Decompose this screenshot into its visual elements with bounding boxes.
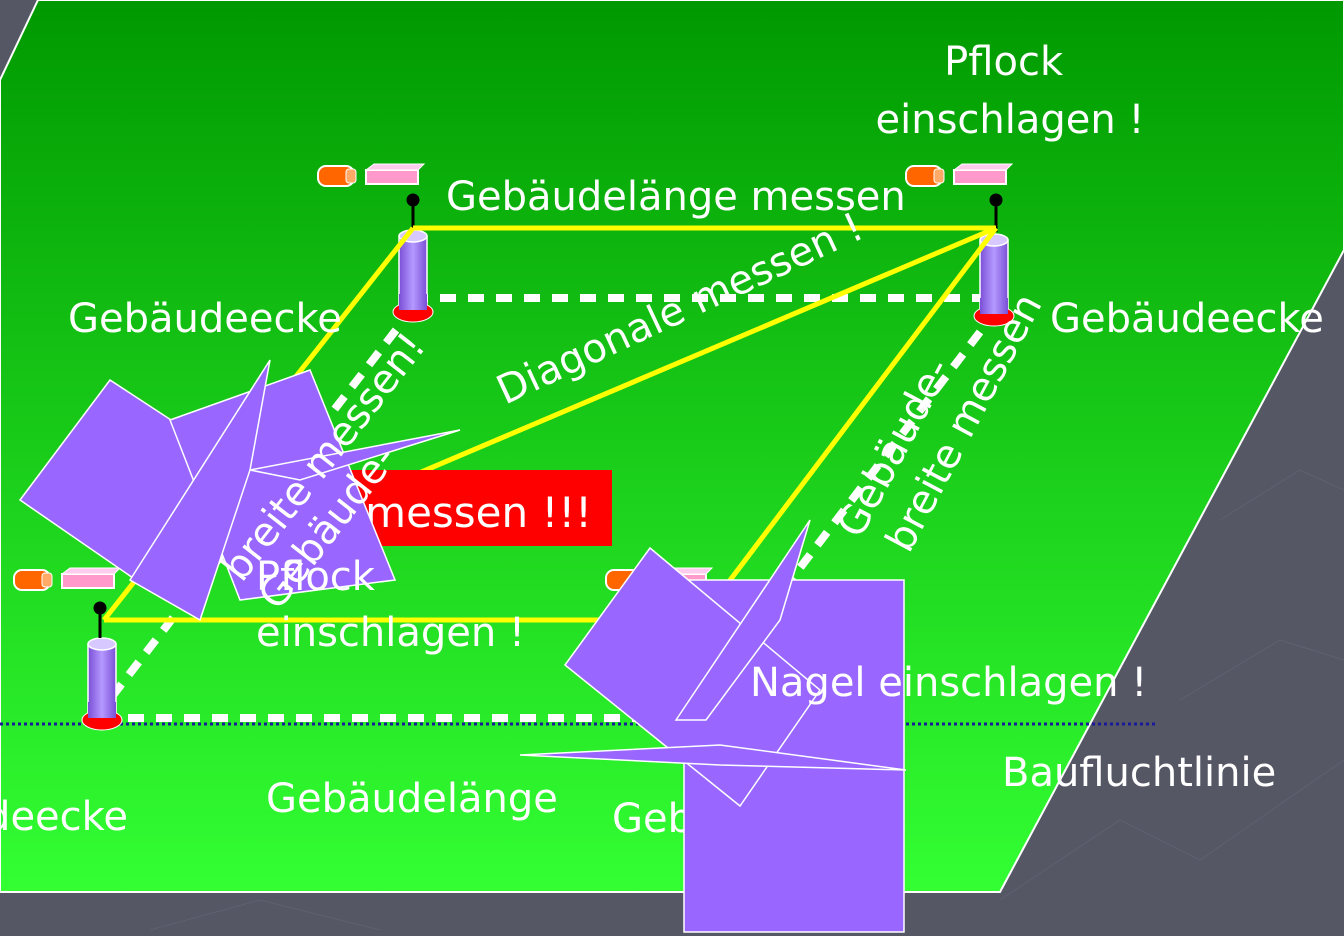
pflock-label-mid: Pflock einschlagen !	[256, 554, 525, 656]
pflock-label-top-line1: Pflock	[944, 39, 1064, 85]
overlay-shape-left	[18, 359, 461, 622]
nail-icon	[93, 193, 1003, 638]
baufluchtlinie-label: Baufluchtlinie	[1002, 750, 1276, 796]
hammer-icon	[317, 163, 425, 187]
building-plot	[0, 0, 1344, 893]
warning-text: messen !!!	[365, 488, 592, 537]
pflock-label-mid-line1: Pflock	[256, 554, 376, 600]
hammer-icon	[13, 567, 121, 591]
stake-icon	[81, 637, 123, 731]
gebaeudelaenge-label: Gebäudelänge	[266, 776, 558, 822]
building-outline	[102, 225, 998, 623]
gebaeudeecke-label-right: Gebäudeecke	[1050, 296, 1324, 342]
ecke-label-bottom-left: Gebäudeecke	[0, 794, 128, 840]
hammer-icon	[905, 163, 1013, 187]
gebaeudelaenge-messen-label: Gebäudelänge messen	[446, 174, 906, 220]
pflock-label-mid-line2: einschlagen !	[256, 610, 525, 656]
nagel-label: Nagel einschlagen !	[750, 660, 1147, 706]
ecke-label-bottom-mid: Gebäudeecke	[612, 796, 886, 842]
gebaeudeecke-label-left: Gebäudeecke	[68, 296, 342, 342]
overlay-shape-right	[519, 519, 907, 933]
pflock-label-top-line2: einschlagen !	[876, 97, 1145, 143]
pflock-label-top: Pflock einschlagen !	[876, 39, 1145, 143]
